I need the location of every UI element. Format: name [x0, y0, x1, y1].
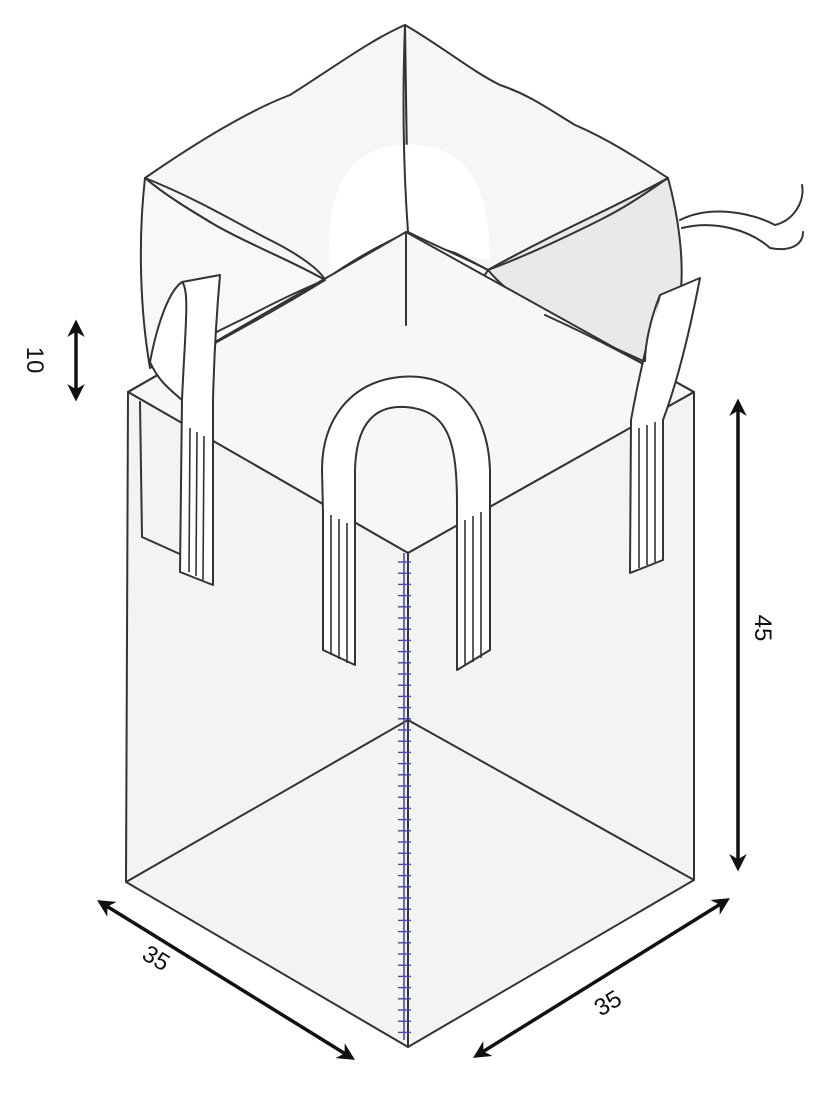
width-right-label: 35: [590, 985, 627, 1022]
stitched-seam: [398, 553, 411, 1040]
skirt-back-seam: [402, 24, 409, 233]
bag-bottom-back-edges: [125, 719, 695, 883]
skirt-fold-right: [407, 231, 489, 271]
skirt-label: 10: [21, 347, 48, 374]
height-label: 45: [749, 615, 776, 642]
tie-string-1: [679, 184, 804, 226]
tie-string-2: [681, 224, 804, 251]
document-pocket: [139, 401, 183, 556]
skirt-opening-highlight: [329, 144, 490, 275]
top-left-edge: [127, 279, 326, 393]
lifting-loop-back-left: [149, 274, 221, 586]
lifting-loop-right: [629, 277, 701, 574]
width-right-arrow: [473, 898, 730, 1058]
width-left-arrow: [97, 900, 355, 1060]
lifting-loop-front: [321, 375, 491, 671]
